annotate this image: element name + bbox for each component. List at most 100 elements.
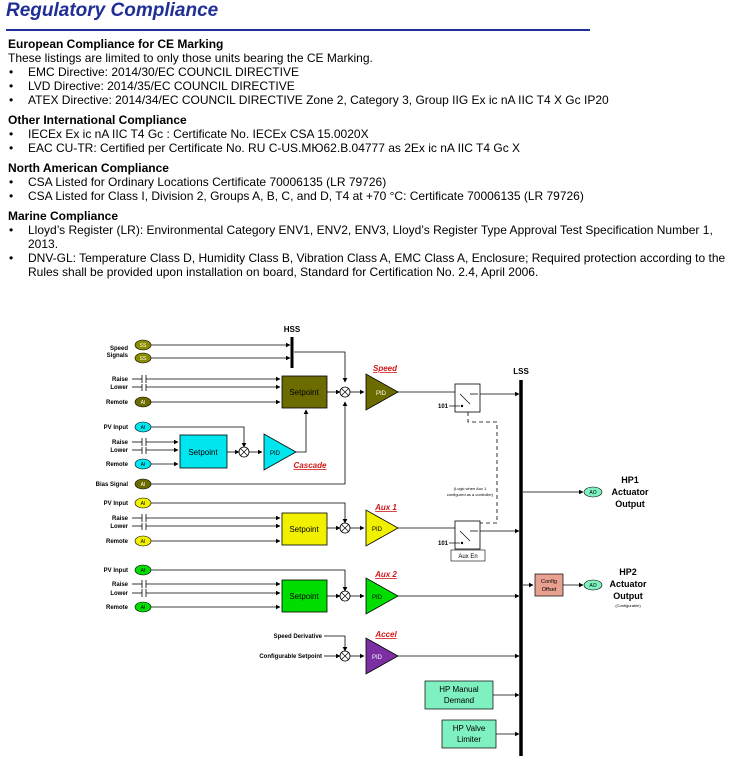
signals-input-label: Signals [107,353,129,359]
hss-label: HSS [284,325,301,334]
ao-text: AO [589,490,596,496]
hp-manual-line-1: HP Manual [439,685,479,694]
setpoint-text: Setpoint [188,448,218,457]
list-item: IECEx Ex ic nA IIC T4 Gc : Certificate N… [9,127,732,141]
pid-text: PID [372,655,383,661]
connector [151,426,247,448]
contact-symbols [132,580,147,597]
pv-input-label: PV Input [104,425,128,431]
switch-dot [460,404,464,408]
section-international: Other International Compliance IECEx Ex … [8,113,732,155]
pv-input-label: PV Input [104,501,128,507]
hp-valve-limiter-block [441,719,497,749]
bullet-list: CSA Listed for Ordinary Locations Certif… [8,175,732,203]
connector [151,502,348,524]
section-heading: Marine Compliance [8,209,119,223]
pid-text: PID [270,451,281,457]
aux1-controller-label: Aux 1 [374,503,397,512]
list-item: EMC Directive: 2014/30/EC COUNCIL DIRECT… [9,65,732,79]
ss-text: SS [140,343,147,349]
hp-valve-line-1: HP Valve [453,724,486,733]
list-item: ATEX Directive: 2014/34/EC COUNCIL DIREC… [9,93,732,107]
list-item: CSA Listed for Ordinary Locations Certif… [9,175,732,189]
bullet-list: EMC Directive: 2014/30/EC COUNCIL DIRECT… [8,65,732,107]
aux2-pid-block [365,577,399,615]
setpoint-text: Setpoint [289,592,319,601]
connector [151,401,348,485]
switch-symbol [459,393,478,405]
accel-controller-label: Accel [374,630,397,639]
speed-setpoint-block [281,375,328,409]
remote-label: Remote [106,462,129,468]
aux1-pid-block [365,509,399,547]
value-101-label: 101 [438,404,449,410]
pid-text: PID [376,391,387,397]
ao-hp2 [583,579,603,591]
hp-manual-line-2: Demand [444,696,474,705]
ai-text: AI [141,539,146,545]
contact-symbols [132,438,147,454]
ai-text: AI [141,605,146,611]
section-intro: These listings are limited to only those… [8,51,373,65]
ss-text: SS [140,356,147,362]
value-101-label: 101 [438,541,449,547]
remote-label: Remote [106,605,129,611]
summing-cross [341,652,349,660]
speed-derivative-label: Speed Derivative [274,634,323,640]
speed-selector-switch [454,383,481,413]
ai-text: AI [141,568,146,574]
logic-note-line-1: (Logic when Aux 1 [454,486,487,491]
control-block-diagram: HSS LSS Speed Signals SS SS Raise Lower … [96,325,649,756]
speed-input-label: Speed [110,346,128,352]
lower-label: Lower [110,591,128,597]
bias-signal-label: Bias Signal [96,482,129,488]
config-offset-line-2: Offset [542,587,557,593]
aux-en-box [450,549,486,562]
list-item: EAC CU-TR: Certified per Certificate No.… [9,141,732,155]
section-north-american: North American Compliance CSA Listed for… [8,161,732,203]
remote-label: Remote [106,539,129,545]
lower-label: Lower [110,448,128,454]
ai-text: AI [141,425,146,431]
config-offset-line-1: Config [541,579,557,585]
summing-cross [341,388,349,396]
ai-text: AI [141,501,146,507]
pid-text: PID [372,527,383,533]
cascade-pid-block [263,433,297,471]
logic-link-dashed [467,412,498,532]
pid-text: PID [372,595,383,601]
hp1-output: Output [615,499,645,509]
aux2-controller-label: Aux 2 [374,570,397,579]
accel-pid-block [365,637,399,675]
aux1-setpoint-block [281,512,328,546]
ao-text: AO [589,583,596,589]
title-rule [6,29,590,31]
section-heading: European Compliance for CE Marking [8,37,224,51]
hp1-title: HP1 [621,475,639,485]
ai-text: AI [141,462,146,468]
list-item: CSA Listed for Class I, Division 2, Grou… [9,189,732,203]
connector [296,409,309,453]
list-item: LVD Directive: 2014/35/EC COUNCIL DIRECT… [9,79,732,93]
aux-en-label: Aux En [458,554,477,560]
page-title: Regulatory Compliance [6,0,219,21]
switch-dot [460,541,464,545]
raise-label: Raise [112,440,129,446]
bullet-list: Lloyd’s Register (LR): Environmental Cat… [8,223,732,279]
bullet-list: IECEx Ex ic nA IIC T4 Gc : Certificate N… [8,127,732,155]
section-heading: Other International Compliance [8,113,187,127]
lower-label: Lower [110,385,128,391]
contact-symbols [132,514,147,530]
ai-text: AI [141,482,146,488]
aux2-setpoint-block [281,579,328,613]
raise-label: Raise [112,377,129,383]
setpoint-text: Setpoint [289,525,319,534]
logic-note-line-2: configured as a controller) [447,492,494,497]
hp1-actuator: Actuator [611,487,648,497]
compliance-content: European Compliance for CE Marking These… [8,37,732,285]
connector [294,351,348,383]
raise-label: Raise [112,582,129,588]
lss-label: LSS [513,367,529,376]
remote-label: Remote [106,400,129,406]
list-item: DNV-GL: Temperature Class D, Humidity Cl… [9,251,732,279]
